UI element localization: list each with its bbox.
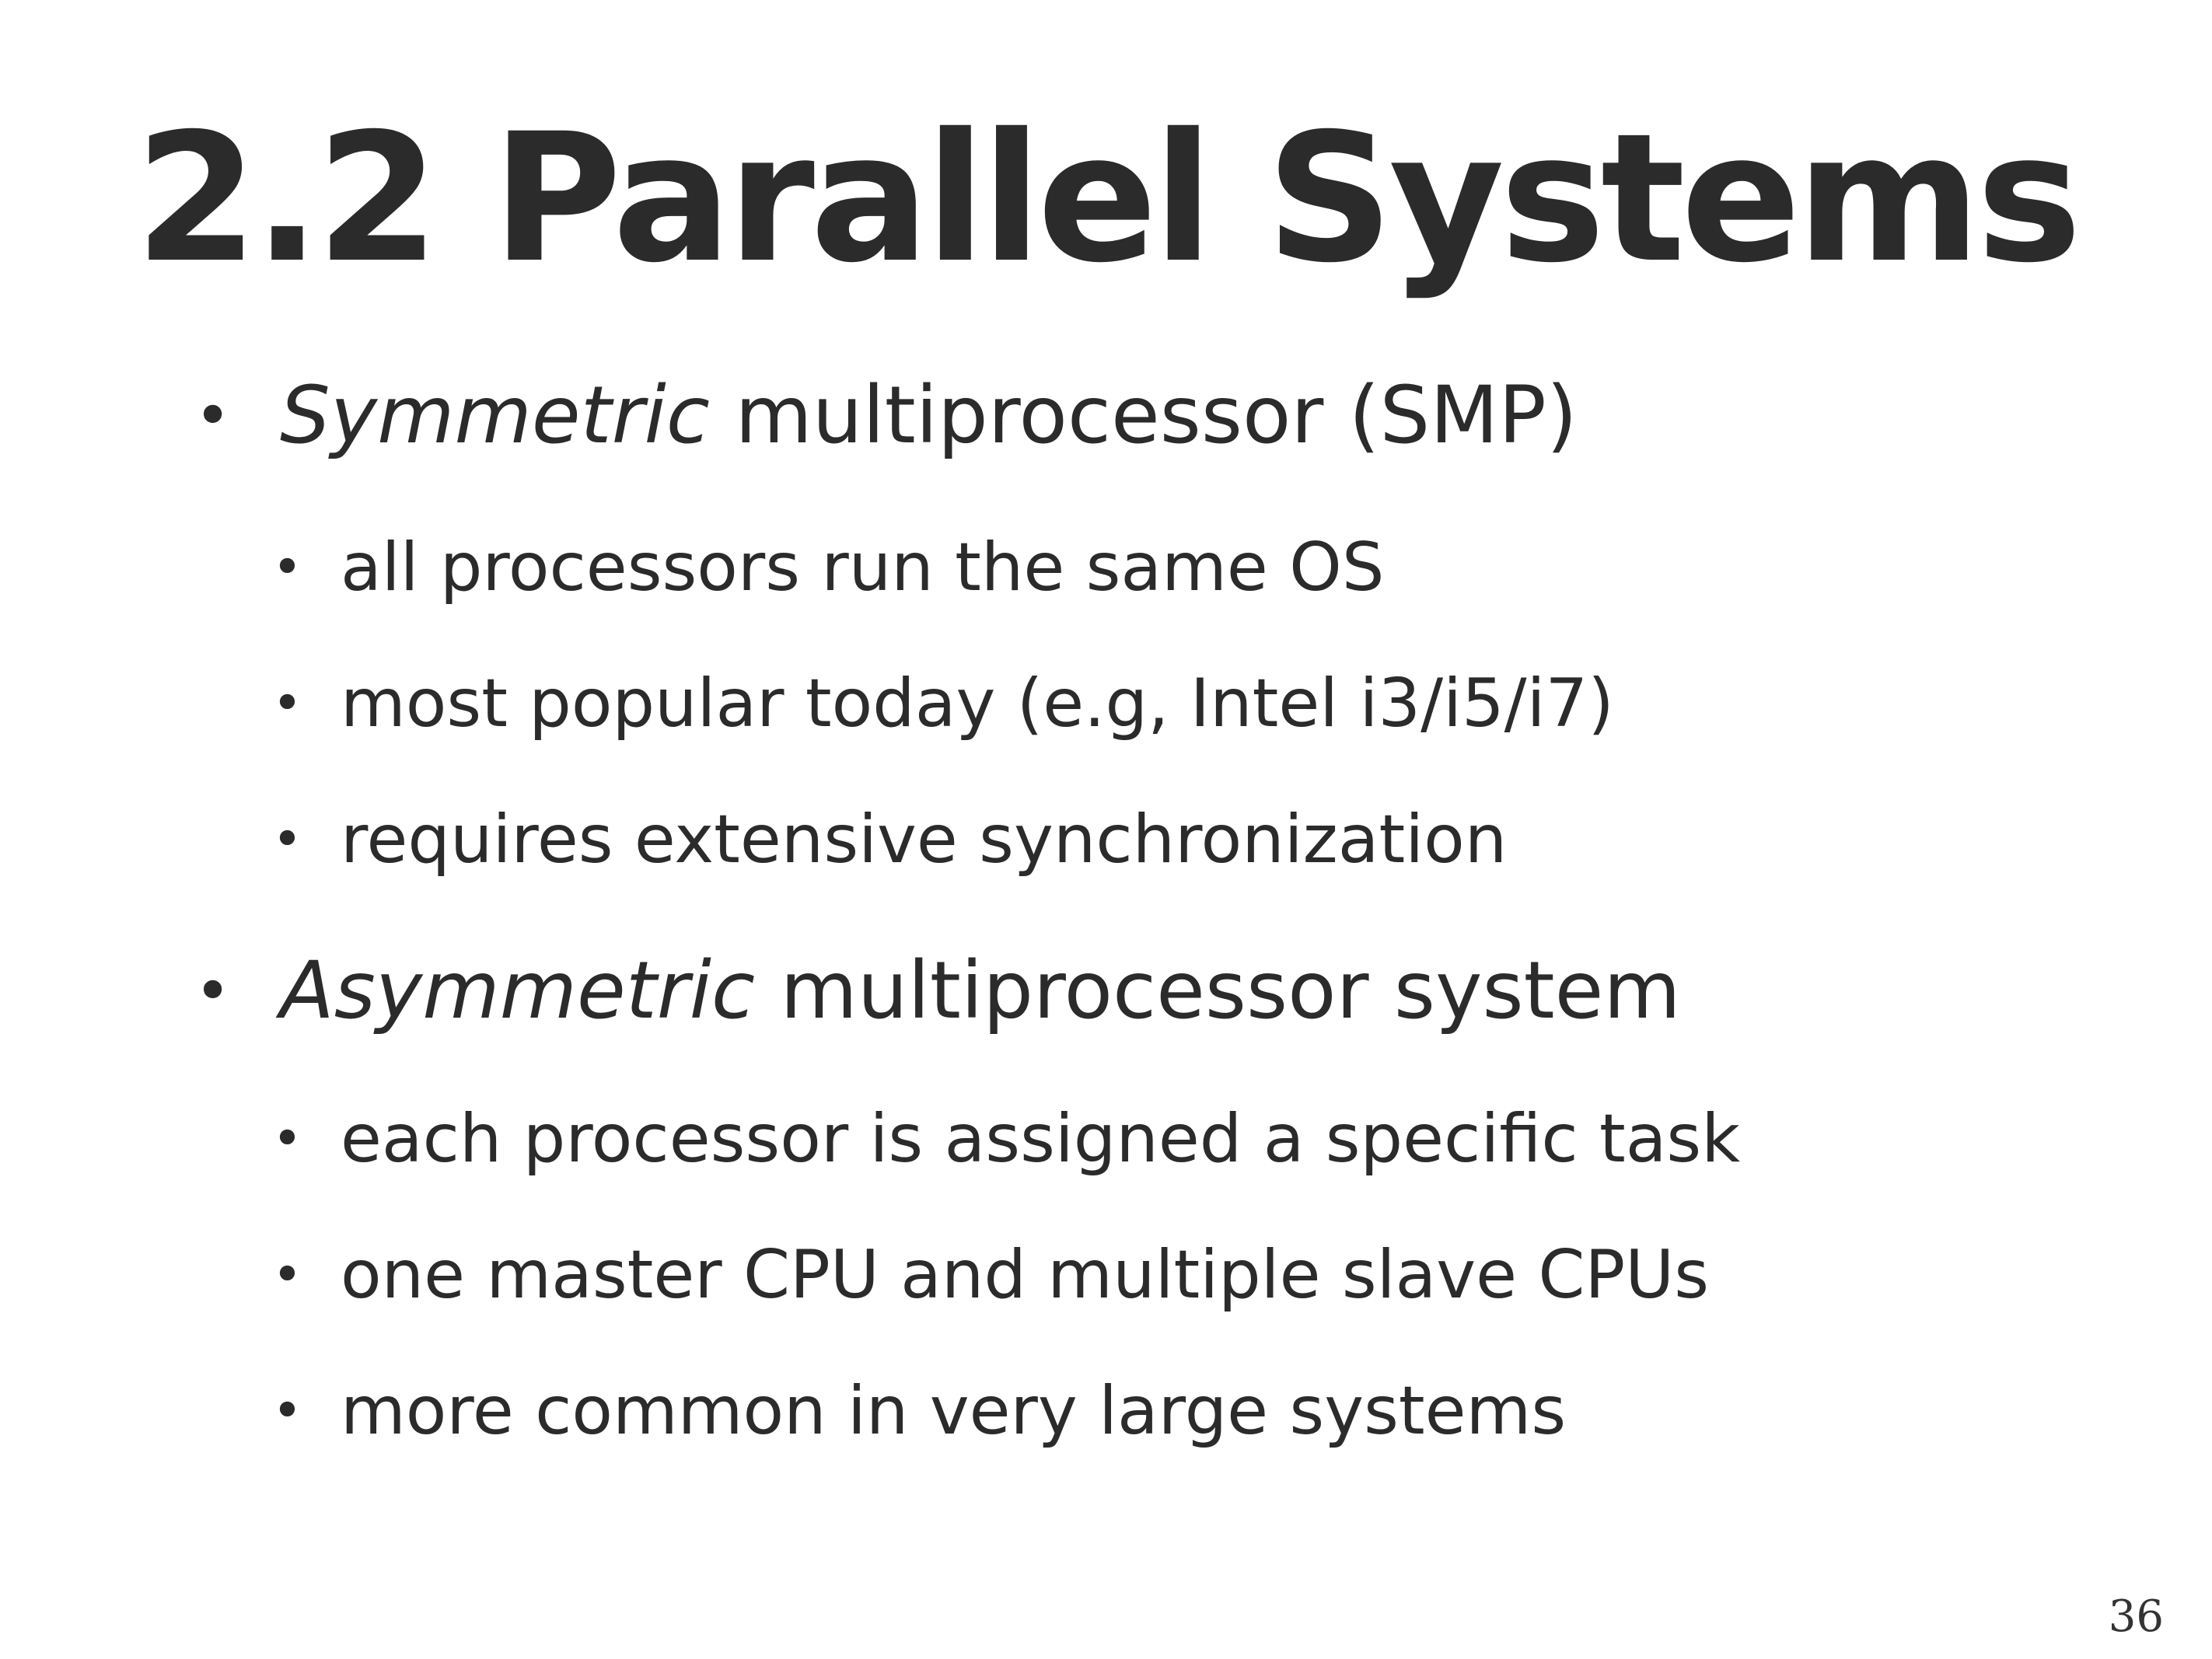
bullet-dot: • (272, 537, 302, 597)
bullet-text: Asymmetric multiprocessor system (280, 941, 1681, 1042)
sub-bullet-text: one master CPU and multiple slave CPUs (341, 1236, 1710, 1314)
sub-bullet-text: requires extensive synchronization (341, 801, 1508, 878)
page-number: 36 (2108, 1591, 2164, 1642)
emphasis-term: Symmetric (280, 369, 710, 462)
sub-bullet-text: all processors run the same OS (341, 529, 1385, 606)
bullet-dot: • (194, 379, 232, 452)
bullet-dot: • (272, 673, 302, 733)
bullet-text: Symmetric multiprocessor (SMP) (280, 365, 1578, 466)
emphasis-term: Asymmetric (280, 945, 756, 1037)
bullet-dot: • (272, 1245, 302, 1304)
bullet-dot: • (272, 1381, 302, 1441)
bullet-dot: • (272, 1109, 302, 1168)
bullet-dot: • (272, 809, 302, 869)
slide-title: 2.2 Parallel Systems (135, 95, 2081, 302)
bullet-rest: multiprocessor (SMP) (709, 369, 1578, 462)
sub-bullet-text: each processor is assigned a specific ta… (341, 1100, 1741, 1178)
sub-bullet-text: most popular today (e.g, Intel i3/i5/i7) (341, 665, 1614, 742)
sub-bullet-text: more common in very large systems (341, 1372, 1567, 1450)
bullet-rest: multiprocessor system (755, 945, 1681, 1037)
bullet-dot: • (194, 955, 232, 1027)
